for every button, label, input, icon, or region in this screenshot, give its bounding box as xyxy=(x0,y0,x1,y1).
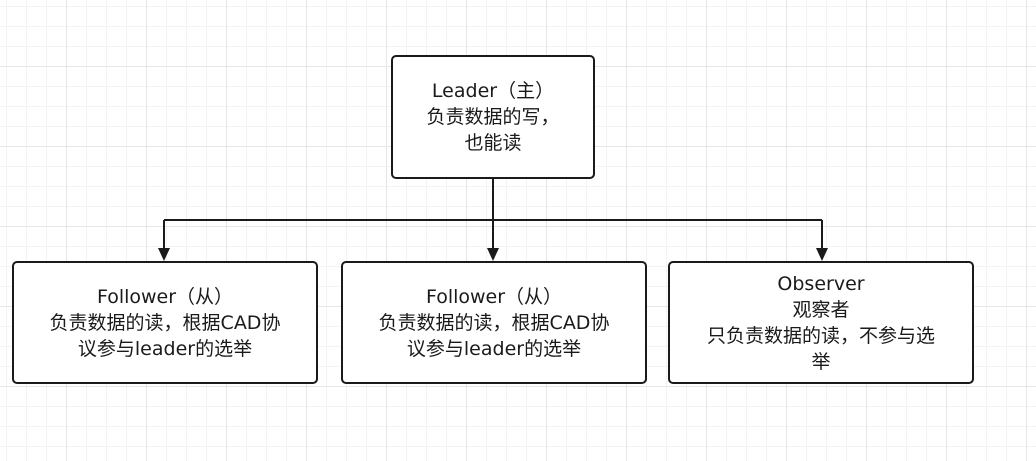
follower-1-desc-line-1: 负责数据的读，根据CAD协 xyxy=(49,311,281,334)
leader-node: Leader（主） 负责数据的写， 也能读 xyxy=(391,55,595,179)
observer-desc-line-2: 举 xyxy=(811,350,831,373)
arrowhead-follower-2 xyxy=(487,248,499,261)
follower-2-desc-line-2: 议参与leader的选举 xyxy=(406,337,582,360)
follower-node-2: Follower（从） 负责数据的读，根据CAD协 议参与leader的选举 xyxy=(341,261,647,384)
follower-2-desc-line-1: 负责数据的读，根据CAD协 xyxy=(378,311,610,334)
observer-title: Observer xyxy=(777,272,865,295)
arrowhead-follower-1 xyxy=(158,248,170,261)
arrowhead-observer xyxy=(816,248,828,261)
leader-title: Leader（主） xyxy=(431,80,555,102)
leader-desc-line-2: 也能读 xyxy=(464,132,522,154)
observer-desc-line-1: 只负责数据的读，不参与选 xyxy=(706,324,935,347)
observer-node: Observer 观察者 只负责数据的读，不参与选 举 xyxy=(668,261,974,384)
follower-node-1: Follower（从） 负责数据的读，根据CAD协 议参与leader的选举 xyxy=(12,261,318,384)
follower-1-desc-line-2: 议参与leader的选举 xyxy=(77,337,253,360)
follower-1-title: Follower（从） xyxy=(96,285,234,308)
observer-subtitle: 观察者 xyxy=(792,298,850,321)
follower-2-title: Follower（从） xyxy=(425,285,563,308)
leader-desc-line-1: 负责数据的写， xyxy=(426,106,560,128)
